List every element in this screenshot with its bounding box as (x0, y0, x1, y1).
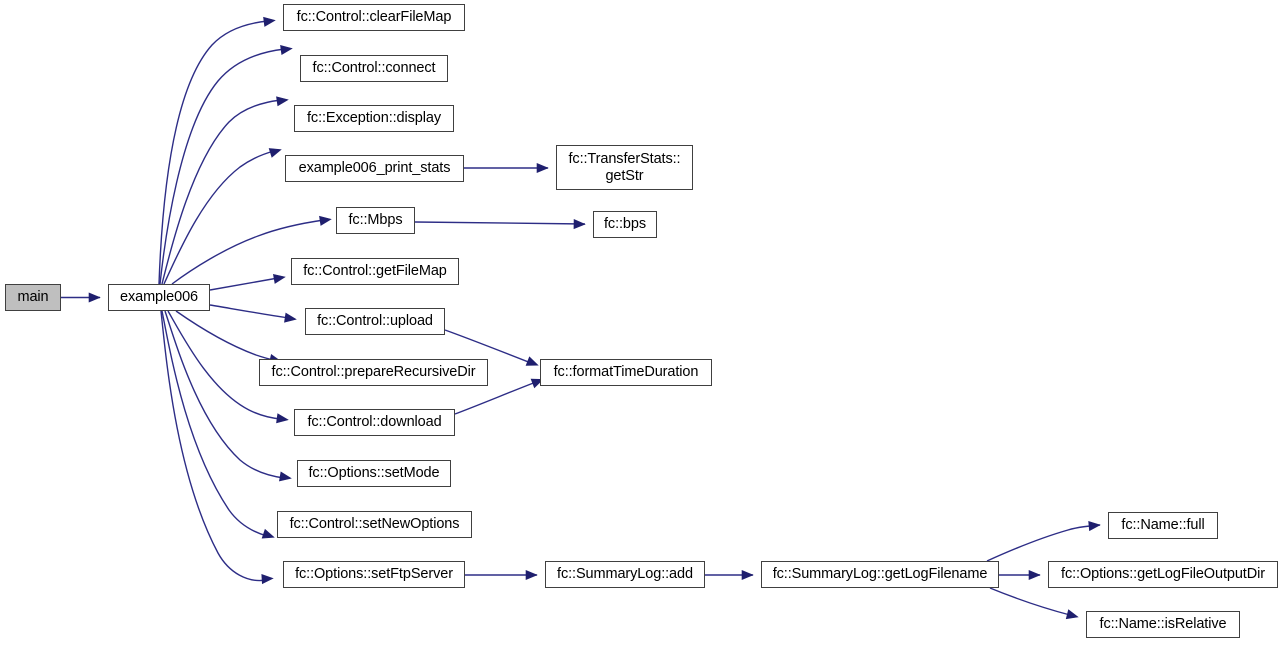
arrowhead-icon (573, 219, 586, 230)
arrowhead-icon (525, 569, 538, 581)
arrowhead-icon (263, 16, 276, 27)
edge-main-to-example006 (61, 292, 101, 303)
graph-node-prepareRecursiveDir[interactable]: fc::Control::prepareRecursiveDir (259, 359, 488, 386)
arrowhead-icon (280, 45, 293, 56)
edge-print_stats-to-getStr (464, 162, 549, 174)
arrowhead-icon (284, 312, 297, 323)
graph-node-getFileMap[interactable]: fc::Control::getFileMap (291, 258, 459, 285)
edge-example006-to-setMode (164, 310, 292, 482)
arrowhead-icon (273, 273, 286, 284)
edge-summaryLogAdd-to-getLogFilename (705, 569, 754, 581)
edge-example006-to-print_stats (163, 148, 282, 285)
edge-example006-to-display (161, 96, 289, 285)
edge-example006-to-setNewOptions (161, 310, 275, 539)
arrowhead-icon (279, 471, 292, 482)
arrowhead-icon (525, 356, 539, 366)
graph-node-upload[interactable]: fc::Control::upload (305, 308, 445, 335)
edge-example006-to-connect (159, 45, 293, 285)
arrowhead-icon (1065, 609, 1079, 620)
graph-node-nameFull[interactable]: fc::Name::full (1108, 512, 1218, 539)
edge-example006-to-prepareRecursiveDir (175, 310, 282, 364)
edge-example006-to-download (167, 310, 289, 424)
graph-node-clearFileMap[interactable]: fc::Control::clearFileMap (283, 4, 465, 31)
arrowhead-icon (1028, 569, 1041, 581)
graph-node-getLogFilename[interactable]: fc::SummaryLog::getLogFilename (761, 561, 999, 588)
graph-node-download[interactable]: fc::Control::download (294, 409, 455, 436)
arrowhead-icon (268, 148, 282, 158)
edge-getLogFilename-to-getLogFileOutputDir (999, 569, 1041, 581)
arrowhead-icon (536, 162, 549, 174)
edge-example006-to-mbps (171, 215, 332, 285)
edge-getLogFilename-to-nameFull (986, 521, 1101, 562)
arrowhead-icon (276, 413, 289, 424)
graph-node-display[interactable]: fc::Exception::display (294, 105, 454, 132)
graph-node-example006[interactable]: example006 (108, 284, 210, 311)
graph-node-setMode[interactable]: fc::Options::setMode (297, 460, 451, 487)
graph-node-getLogFileOutputDir[interactable]: fc::Options::getLogFileOutputDir (1048, 561, 1278, 588)
arrowhead-icon (261, 574, 274, 585)
arrowhead-icon (741, 569, 754, 581)
graph-node-bps[interactable]: fc::bps (593, 211, 657, 238)
graph-node-print_stats[interactable]: example006_print_stats (285, 155, 464, 182)
arrowhead-icon (261, 528, 275, 539)
arrowhead-icon (319, 215, 332, 226)
graph-node-setNewOptions[interactable]: fc::Control::setNewOptions (277, 511, 472, 538)
edge-setFtpServer-to-summaryLogAdd (465, 569, 538, 581)
graph-node-isRelative[interactable]: fc::Name::isRelative (1086, 611, 1240, 638)
graph-node-setFtpServer[interactable]: fc::Options::setFtpServer (283, 561, 465, 588)
edge-example006-to-clearFileMap (158, 16, 276, 285)
edge-mbps-to-bps (414, 219, 586, 230)
graph-node-getStr[interactable]: fc::TransferStats:: getStr (556, 145, 693, 190)
edge-upload-to-formatTimeDuration (444, 329, 539, 366)
graph-node-connect[interactable]: fc::Control::connect (300, 55, 448, 82)
graph-node-mbps[interactable]: fc::Mbps (336, 207, 415, 234)
edge-getLogFilename-to-isRelative (989, 587, 1079, 620)
graph-node-summaryLogAdd[interactable]: fc::SummaryLog::add (545, 561, 705, 588)
arrowhead-icon (276, 96, 289, 107)
edge-example006-to-getFileMap (209, 273, 286, 291)
graph-node-formatTimeDuration[interactable]: fc::formatTimeDuration (540, 359, 712, 386)
graph-node-main[interactable]: main (5, 284, 61, 311)
edge-example006-to-setFtpServer (160, 310, 274, 585)
edge-example006-to-upload (209, 304, 297, 323)
arrowhead-icon (1088, 521, 1101, 532)
arrowhead-icon (88, 292, 101, 303)
